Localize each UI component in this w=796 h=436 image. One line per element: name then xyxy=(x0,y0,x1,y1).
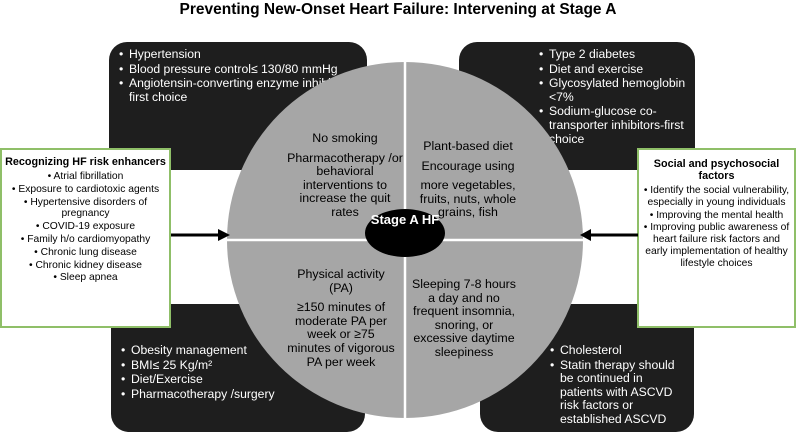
obesity-item: Diet/Exercise xyxy=(121,373,359,387)
social-factors-heading: Social and psychosocial factors xyxy=(653,158,780,182)
obesity-item: Pharmacotherapy /surgery xyxy=(121,387,359,402)
diabetes-item: Glycosylated hemoglobin <7% xyxy=(539,76,689,104)
smoking-quadrant: No smoking Pharmacotherapy /or behaviora… xyxy=(286,131,404,220)
quadrant-text: Sleeping 7-8 hours a day and no frequent… xyxy=(411,277,516,359)
social-factor-item: Improving the mental health xyxy=(643,210,790,222)
quadrant-text: ≥150 minutes of moderate PA per week or … xyxy=(287,300,395,369)
sleep-quadrant: Sleeping 7-8 hours a day and no frequent… xyxy=(408,277,520,360)
quadrant-text: more vegetables, fruits, nuts, whole gra… xyxy=(419,178,517,220)
physical-activity-quadrant: Physical activity (PA) ≥150 minutes of m… xyxy=(286,267,396,369)
social-factor-item: Improving public awareness of heart fail… xyxy=(643,222,790,269)
diabetes-item: Sodium-glucose co-transporter inhibitors… xyxy=(539,105,689,146)
risk-enhancer-item: Family h/o cardiomyopathy xyxy=(5,234,166,246)
diabetes-item: Type 2 diabetes xyxy=(539,47,689,62)
risk-enhancers-heading: Recognizing HF risk enhancers xyxy=(5,156,166,168)
social-factor-item: Identify the social vulnerability, espec… xyxy=(643,185,790,209)
risk-enhancer-item: Chronic kidney disease xyxy=(5,260,166,272)
cholesterol-item: Statin therapy should be continued in pa… xyxy=(550,358,688,427)
hypertension-item: Hypertension xyxy=(119,47,361,62)
obesity-item: BMI≤ 25 Kg/m² xyxy=(121,358,359,373)
diabetes-item: Diet and exercise xyxy=(539,62,689,77)
hypertension-item: Blood pressure control≤ 130/80 mmHg xyxy=(119,62,361,77)
quadrant-text: Encourage using xyxy=(421,158,515,173)
social-factors-box: Social and psychosocial factors Identify… xyxy=(637,148,796,328)
diagram-title: Preventing New-Onset Heart Failure: Inte… xyxy=(179,1,617,18)
stage-a-label: Stage A HF xyxy=(370,212,440,227)
quadrant-text: No smoking xyxy=(312,131,378,145)
risk-enhancers-box: Recognizing HF risk enhancers Atrial fib… xyxy=(0,148,171,328)
risk-enhancer-item: Chronic lung disease xyxy=(5,247,166,259)
risk-enhancer-item: COVID-19 exposure xyxy=(5,221,166,233)
right-arrow-icon xyxy=(171,229,230,241)
risk-enhancer-item: Hypertensive disorders of pregnancy xyxy=(5,197,166,221)
risk-enhancer-item: Exposure to cardiotoxic agents xyxy=(5,184,166,196)
risk-enhancer-item: Sleep apnea xyxy=(5,272,166,284)
quadrant-text: Pharmacotherapy /or behavioral intervent… xyxy=(287,150,403,219)
center-ellipse xyxy=(365,209,445,257)
hypertension-item: Angiotensin-converting enzyme inhibitors… xyxy=(119,76,361,104)
cholesterol-item: Cholesterol xyxy=(550,343,688,358)
risk-enhancer-item: Atrial fibrillation xyxy=(5,171,166,183)
quadrant-text: Physical activity (PA) xyxy=(297,267,385,295)
obesity-item: Obesity management xyxy=(121,343,359,358)
diet-quadrant: Plant-based diet Encourage using more ve… xyxy=(408,139,528,220)
left-arrow-icon xyxy=(580,229,638,241)
quadrant-text: Plant-based diet xyxy=(423,139,513,153)
central-circle xyxy=(227,62,583,418)
